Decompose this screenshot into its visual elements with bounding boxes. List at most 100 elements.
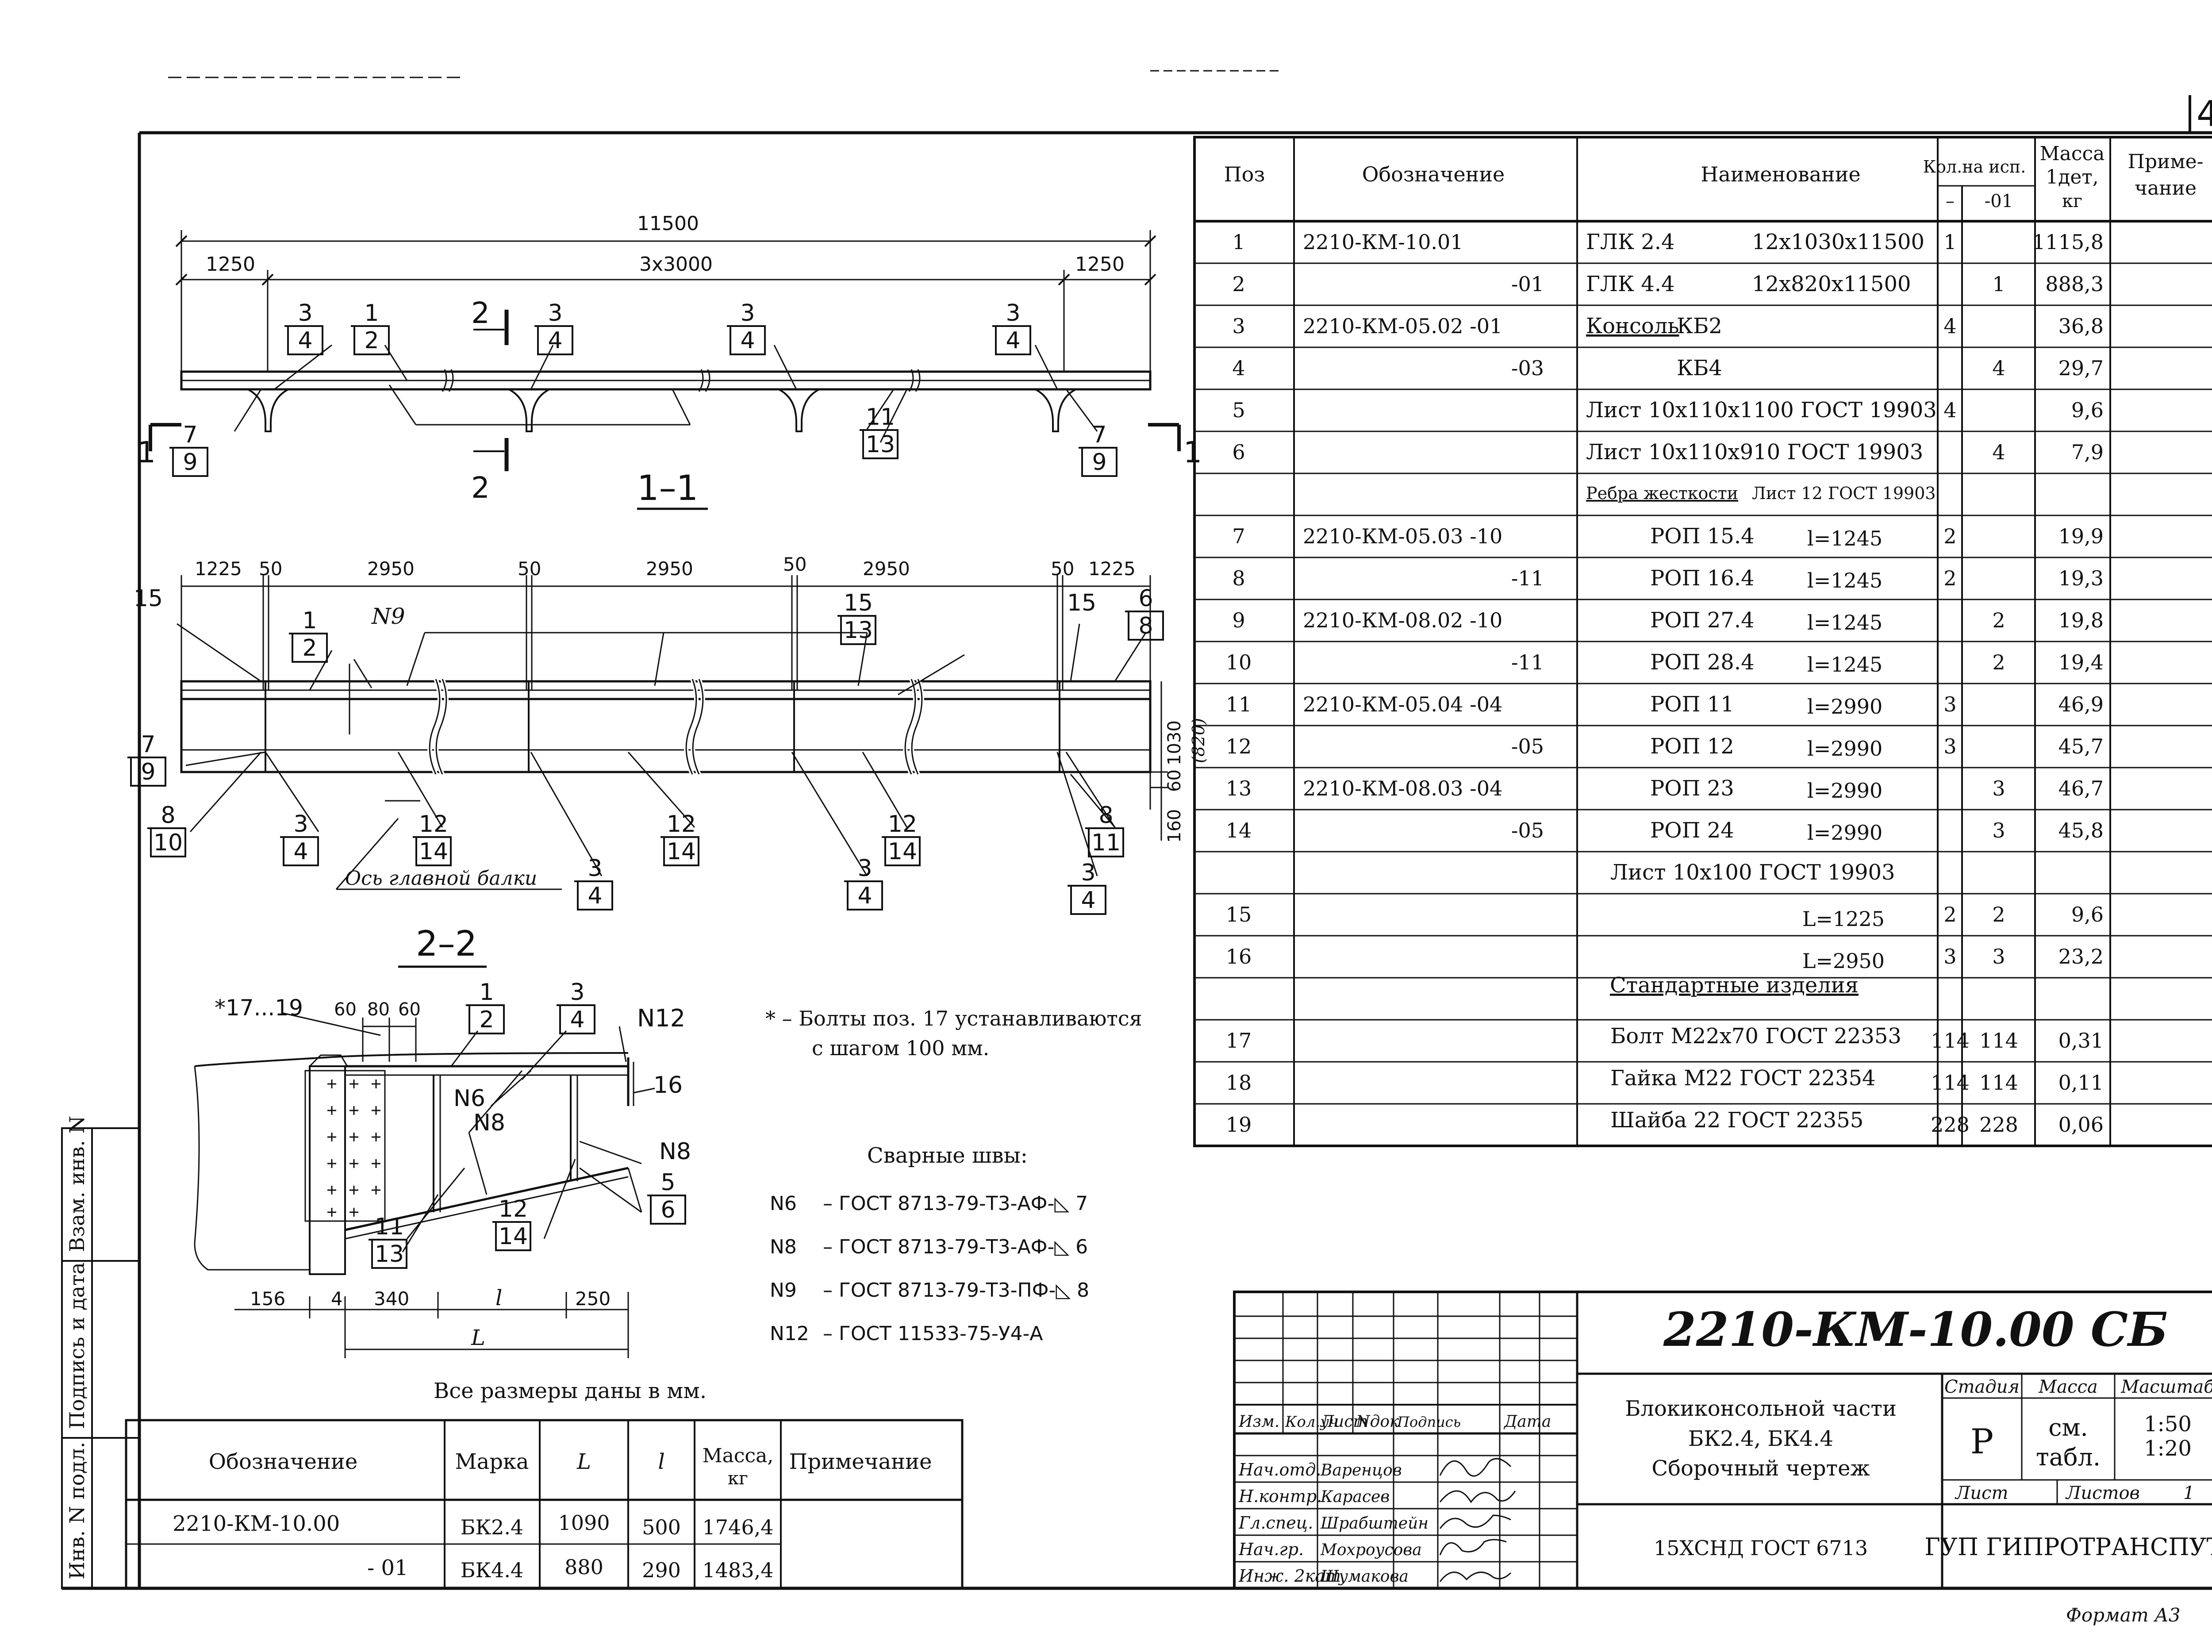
callout-box [415,836,452,866]
position-callout: 34 [1068,860,1106,915]
callout-number: 13 [844,617,873,644]
callout-box [1081,447,1118,477]
scale-1: 1:50 [2144,1412,2192,1437]
spec-mass: 0,06 [2058,1113,2104,1137]
organization: ГУП ГИПРОТРАНСПУТЬ [1924,1533,2212,1561]
drawing-labels: 11500 1250 3x3000 1250 1 1 2 2 1–1 1225 … [137,212,1208,1350]
spec-size: l=2990 [1807,821,1882,845]
callout-number: 6 [661,1197,675,1223]
dim-50: 50 [783,553,806,575]
spec-qty-a: 114 [1931,1071,1970,1095]
spec-pos: 15 [1226,903,1252,926]
spec-name: ГЛК 2.4 [1586,230,1675,254]
marks-row-l: 500 [642,1515,681,1539]
spec-mass: 0,11 [2058,1071,2104,1095]
spec-size: l=2990 [1807,737,1882,761]
callout-number: 14 [499,1223,528,1250]
weld-label-n6: N6 [453,1085,485,1112]
spec-header: Поз Обозначение Наименование Кол.на исп.… [1224,142,2204,211]
spec-qty-b: 3 [1992,945,2005,968]
spec-mass: 888,3 [2045,272,2104,296]
spec-qty-a: 2 [1943,524,1956,548]
material: 15ХСНД ГОСТ 6713 [1654,1536,1868,1560]
view-title-1-1: 1–1 [637,469,698,508]
callout-number: 11 [866,404,895,430]
callout-number: 2 [364,327,379,354]
spec-size: l=2990 [1807,695,1882,718]
spec-pos: 18 [1226,1071,1252,1095]
side-stamp-vzam: Взам. инв. N [65,1116,89,1252]
dim-60: 60 [1164,769,1185,792]
callout-box [130,757,166,787]
spec-size: 12x820x11500 [1752,272,1911,296]
spec-size: l=1245 [1807,653,1882,676]
dim-160: 160 [1164,809,1185,843]
callout-number: 4 [740,327,755,354]
spec-pos: 2 [1232,272,1245,296]
marks-header-mark: Марка [455,1449,529,1474]
col-kol: Кол.уч [1285,1413,1338,1431]
callout-box [353,325,390,355]
scan-artifacts [168,70,1283,78]
callout-number: 3 [548,300,562,327]
massa-value-1: см. [2048,1414,2088,1441]
callout-number: 7 [1092,422,1106,448]
callout-number: 3 [293,811,308,838]
stadia-label: Стадия [1944,1377,2020,1397]
welds-title: Сварные швы: [867,1143,1028,1168]
spec-qty-a: 3 [1943,692,1956,716]
spec-pos: 1 [1232,230,1245,254]
spec-mass: 45,7 [2058,734,2104,758]
spec-designation: -03 [1511,356,1544,380]
view-title-2-2: 2–2 [416,924,477,964]
position-callout: 34 [557,979,595,1034]
spec-mass: 45,8 [2058,818,2104,842]
marks-header-l: l [658,1449,664,1474]
section-mark-1: 1 [137,435,156,469]
callout-number: 4 [857,883,872,909]
sheet-number: 43 [2197,93,2212,134]
spec-mass: 46,7 [2058,776,2104,800]
callout-number: 16 [653,1072,683,1099]
spec-qty-b: 228 [1979,1113,2018,1137]
spec-designation: 2210-КМ-05.04 -04 [1303,692,1502,716]
spec-qty-b: 3 [1992,776,2005,800]
callout-box [577,880,613,911]
dim-total: 11500 [637,212,699,235]
position-callout: 34 [844,855,883,911]
spec-pos: 13 [1226,776,1252,800]
callout-number: 4 [1006,327,1020,354]
spec-qty-b: 114 [1979,1071,2018,1095]
sheet-frame [62,95,2212,1590]
spec-header-designation: Обозначение [1362,162,1505,186]
callout-box [862,429,899,459]
callout-number: 15 [134,585,163,612]
callout-box [847,880,883,911]
callout-box [663,836,699,866]
callout-box [1128,611,1164,641]
weld-code: N8 [770,1236,797,1258]
position-callout: 68 [1125,585,1164,641]
massa-value-2: табл. [2036,1443,2101,1471]
spec-designation: -01 [1511,272,1544,296]
weld-code: N9 [770,1279,797,1302]
callout-number: 3 [588,855,602,882]
dim-1225-right: 1225 [1088,558,1136,580]
spec-pos: 17 [1226,1029,1252,1053]
title-block-text: 2210-КМ-10.00 СБ Блокиконсольной части Б… [1238,1302,2212,1626]
spec-header-pos: Поз [1224,162,1265,186]
callout-number: 4 [570,1007,584,1033]
callout-box [537,325,573,355]
spec-qty-a: 114 [1931,1029,1970,1053]
spec-size: КБ2 [1677,314,1722,338]
callout-number: 9 [141,759,155,785]
dim-4: 4 [331,1288,343,1310]
list-label: Лист [1955,1483,2008,1503]
col-podp: Подпись [1397,1414,1461,1430]
spec-designation: -11 [1511,566,1544,590]
dim-2950: 2950 [367,558,415,580]
dim-1250-left: 1250 [206,253,255,276]
side-stamp-inv: Инв. N подл. [65,1442,89,1579]
